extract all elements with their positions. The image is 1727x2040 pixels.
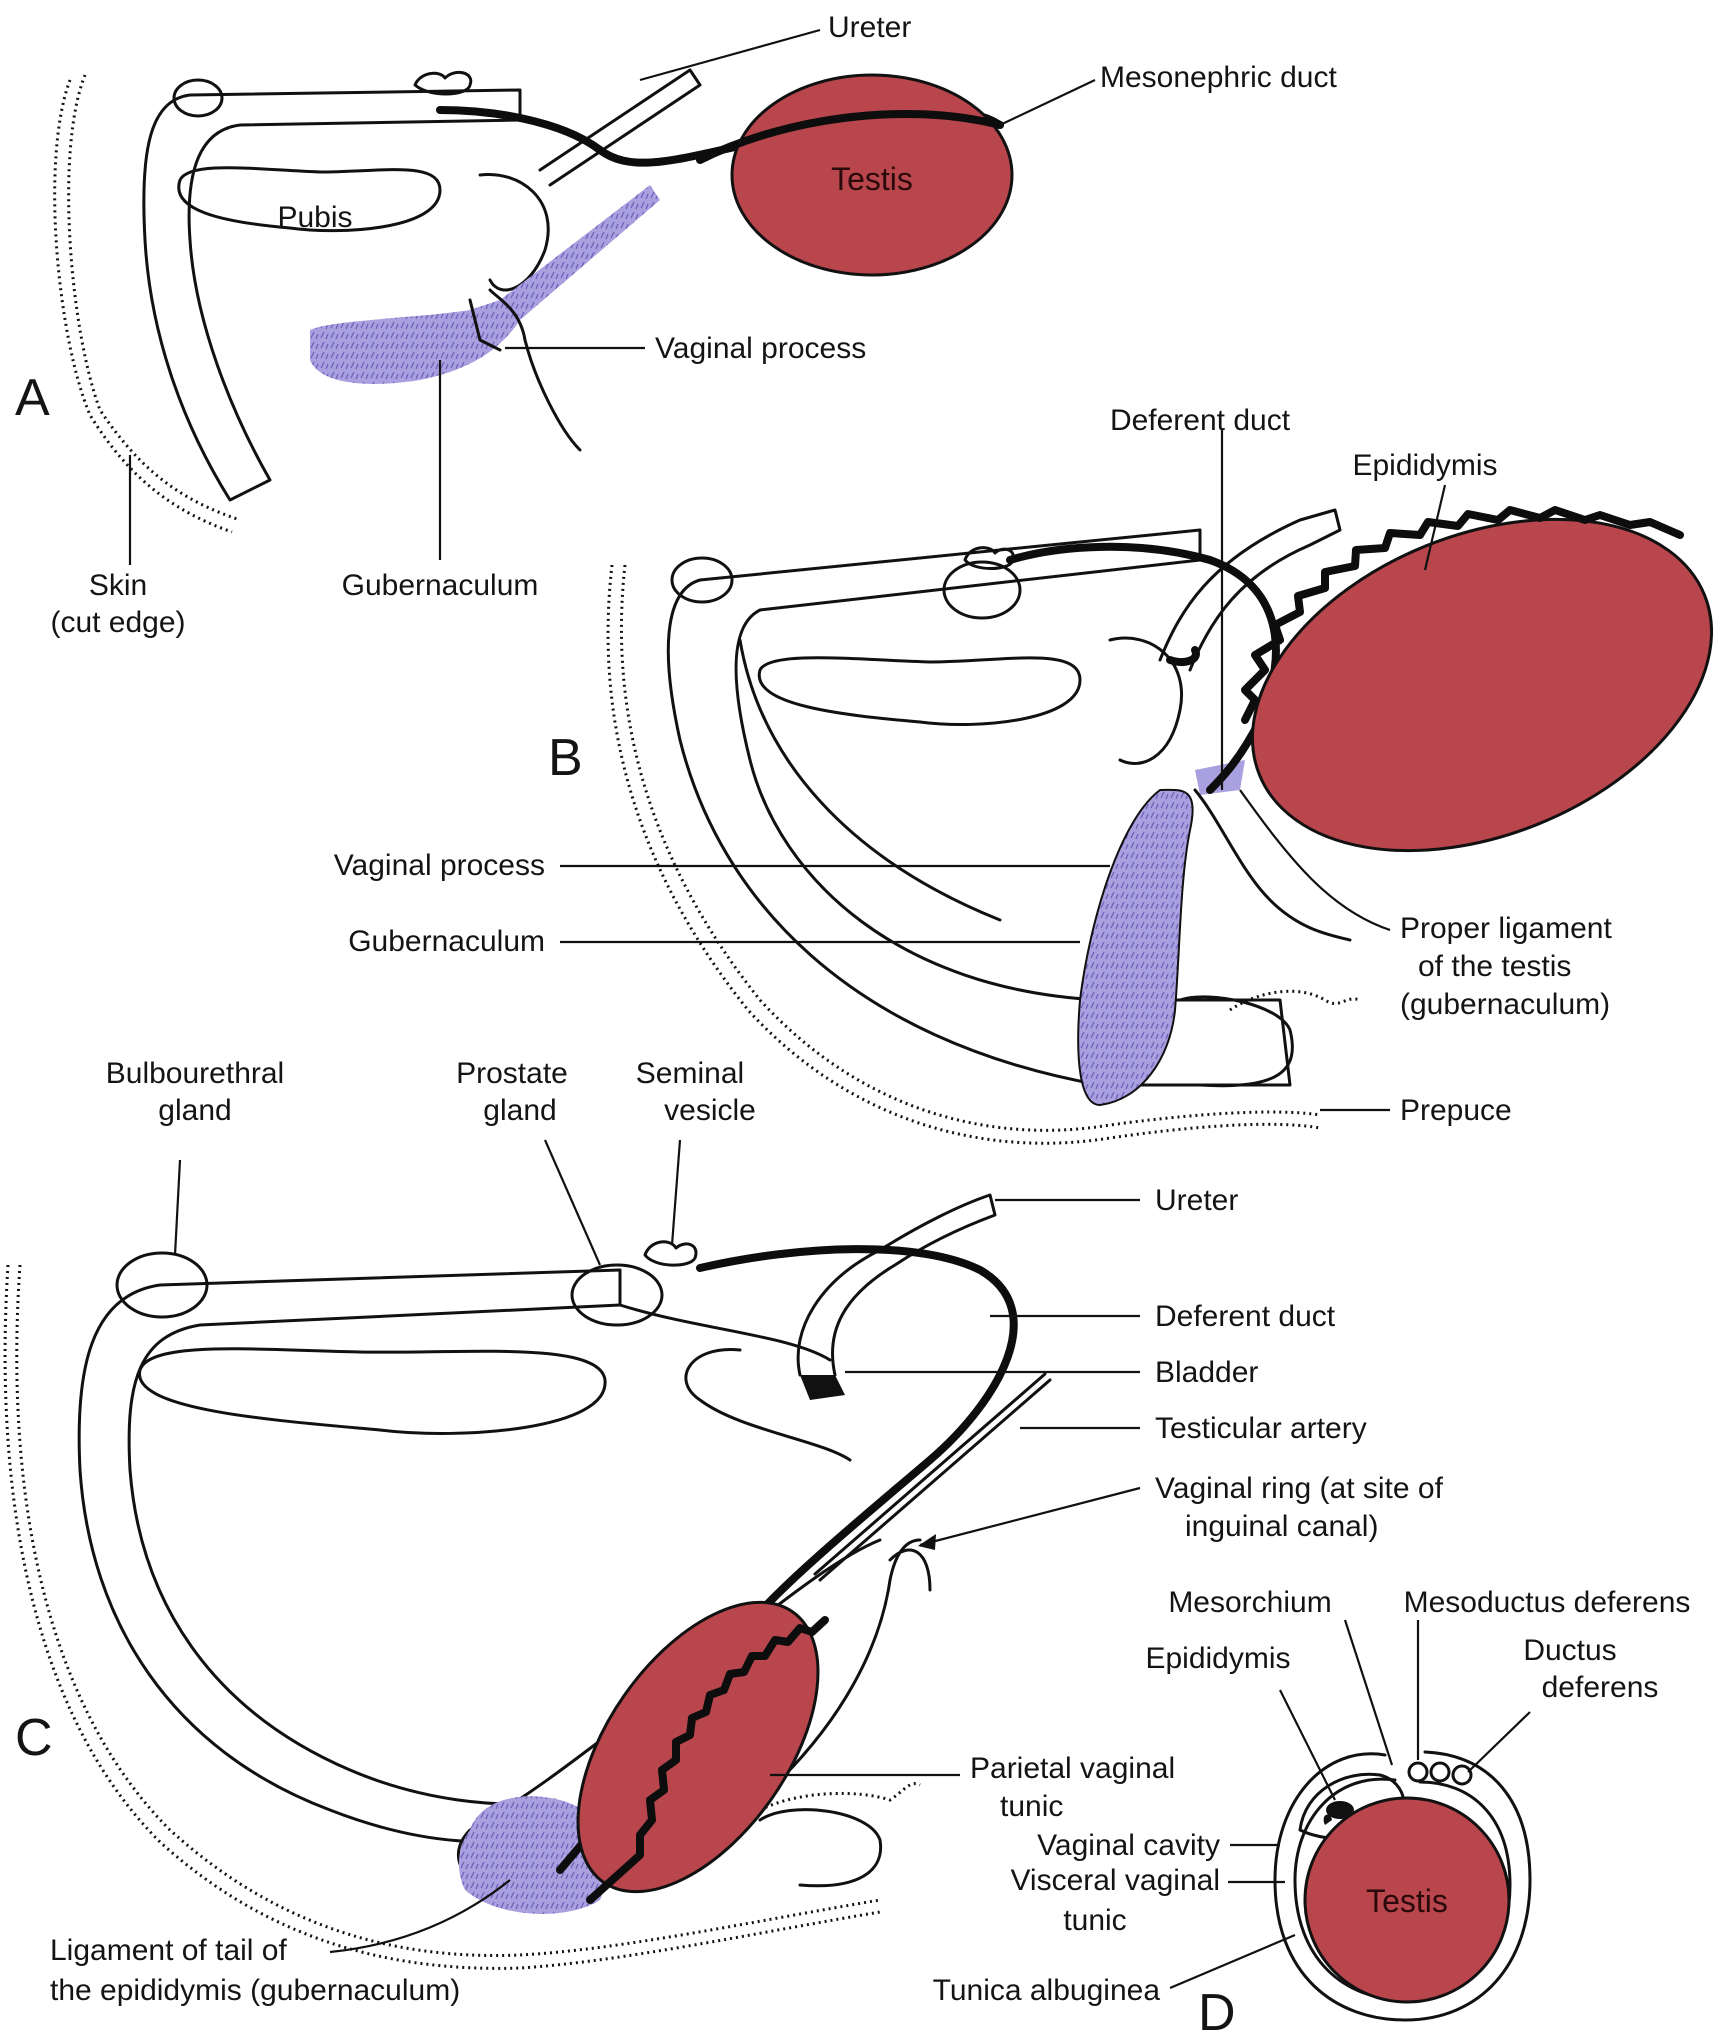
- pelvic-body-b: [668, 530, 1290, 1085]
- pelvic-contour-b: [740, 640, 1000, 920]
- leader-vaginal-ring-c: [920, 1488, 1140, 1545]
- leader-ureter-a: [640, 30, 820, 80]
- seminal-label-c-2: vesicle: [664, 1094, 756, 1127]
- parietal-label-c-2: tunic: [1000, 1790, 1063, 1823]
- arrow-vaginal-ring-c: [918, 1534, 936, 1550]
- leader-mesorchium-d: [1345, 1620, 1392, 1765]
- bulbourethral-label-c-2: gland: [158, 1094, 231, 1127]
- seminal-vesicle-c: [645, 1242, 696, 1265]
- leader-seminal-c: [672, 1140, 680, 1245]
- ureter-c-cut: [800, 1375, 845, 1400]
- penis-b: [1180, 997, 1292, 1086]
- vaginal-process-label-a: Vaginal process: [655, 332, 866, 365]
- mesoductus-label: Mesoductus deferens: [1404, 1586, 1691, 1619]
- ligament-tail-label-c-1: Ligament of tail of: [50, 1934, 287, 1967]
- bulbourethral-label-c-1: Bulbourethral: [106, 1057, 284, 1090]
- deferent-label-b: Deferent duct: [1110, 404, 1291, 437]
- mesorchium-label: Mesorchium: [1168, 1586, 1331, 1619]
- deferent-duct-b-2: [1170, 650, 1196, 662]
- duct-d-2: [1431, 1763, 1449, 1781]
- prostate-gland-c: [572, 1265, 662, 1325]
- proper-ligament-label-b-2: of the testis: [1418, 950, 1571, 983]
- leader-mesonephric-a: [1000, 80, 1095, 125]
- gubernaculum-label-a: Gubernaculum: [342, 569, 539, 602]
- ureter-label-c: Ureter: [1155, 1184, 1238, 1217]
- gubernaculum-b: [1078, 790, 1192, 1105]
- gubernaculum-label-b: Gubernaculum: [348, 925, 545, 958]
- ligament-tail-label-c-2: the epididymis (gubernaculum): [50, 1974, 460, 2007]
- ureter-c: [798, 1195, 995, 1375]
- leader-bulbourethral-c: [175, 1160, 180, 1255]
- testis-label-d: Testis: [1366, 1883, 1448, 1919]
- ductus-deferens-d: [1453, 1766, 1471, 1784]
- deferent-duct-b: [1010, 547, 1276, 790]
- panel-c: Bulbourethral gland Prostate gland Semin…: [5, 1057, 1444, 2007]
- vaginal-ring-label-c-1: Vaginal ring (at site of: [1155, 1472, 1444, 1505]
- proper-ligament-label-b-3: (gubernaculum): [1400, 988, 1610, 1021]
- vaginal-ring-label-c-2: inguinal canal): [1185, 1510, 1378, 1543]
- skin-edge-a: [69, 75, 240, 520]
- pelvic-body-a: [144, 90, 520, 500]
- panel-letter-b: B: [548, 729, 583, 787]
- panel-b: Deferent duct Epididymis Vaginal process…: [334, 404, 1727, 1143]
- ductus-label-d-2: deferens: [1542, 1671, 1659, 1704]
- skin-label-a-1: Skin: [89, 569, 147, 602]
- gubernaculum-a: [310, 185, 660, 384]
- leader-ductus-d: [1468, 1712, 1530, 1772]
- visceral-label-1: Visceral vaginal: [1010, 1864, 1220, 1897]
- inguinal-ring-c: [890, 1550, 930, 1590]
- ureter-label-a: Ureter: [828, 11, 911, 44]
- testicular-artery-label-c: Testicular artery: [1155, 1412, 1367, 1445]
- pubis-b: [759, 658, 1080, 725]
- vaginal-cavity-label: Vaginal cavity: [1037, 1829, 1220, 1862]
- leader-tunica-d: [1170, 1935, 1295, 1988]
- seminal-label-c-1: Seminal: [636, 1057, 744, 1090]
- duct-d-1: [1409, 1763, 1427, 1781]
- visceral-label-2: tunic: [1063, 1904, 1126, 1937]
- mesonephric-label-a: Mesonephric duct: [1100, 61, 1337, 94]
- epididymis-label-b: Epididymis: [1352, 449, 1497, 482]
- parietal-label-c-1: Parietal vaginal: [970, 1752, 1175, 1785]
- penis-c: [760, 1810, 881, 1886]
- prepuce-c: [760, 1784, 920, 1810]
- prostate-gland-b: [944, 562, 1020, 618]
- leader-prostate-c: [545, 1140, 600, 1265]
- prepuce-label-b: Prepuce: [1400, 1094, 1512, 1127]
- prostate-label-c-2: gland: [483, 1094, 556, 1127]
- panel-letter-c: C: [15, 1709, 53, 1767]
- testis-label-a: Testis: [831, 161, 913, 197]
- panel-letter-a: A: [15, 369, 50, 427]
- pubis-c: [139, 1349, 605, 1434]
- panel-letter-d: D: [1198, 1984, 1236, 2040]
- bladder-c: [686, 1350, 850, 1460]
- proper-ligament-label-b-1: Proper ligament: [1400, 912, 1612, 945]
- bladder-label-c: Bladder: [1155, 1356, 1258, 1389]
- pubis-label-a: Pubis: [277, 201, 352, 234]
- tunica-albuginea-label: Tunica albuginea: [933, 1974, 1161, 2007]
- epididymis-label-d: Epididymis: [1145, 1642, 1290, 1675]
- ductus-label-d-1: Ductus: [1523, 1634, 1616, 1667]
- skin-edge-b: [621, 565, 1320, 1130]
- prostate-label-c-1: Prostate: [456, 1057, 568, 1090]
- vaginal-process-label-b: Vaginal process: [334, 849, 545, 882]
- deferent-label-c: Deferent duct: [1155, 1300, 1336, 1333]
- skin-label-a-2: (cut edge): [50, 606, 185, 639]
